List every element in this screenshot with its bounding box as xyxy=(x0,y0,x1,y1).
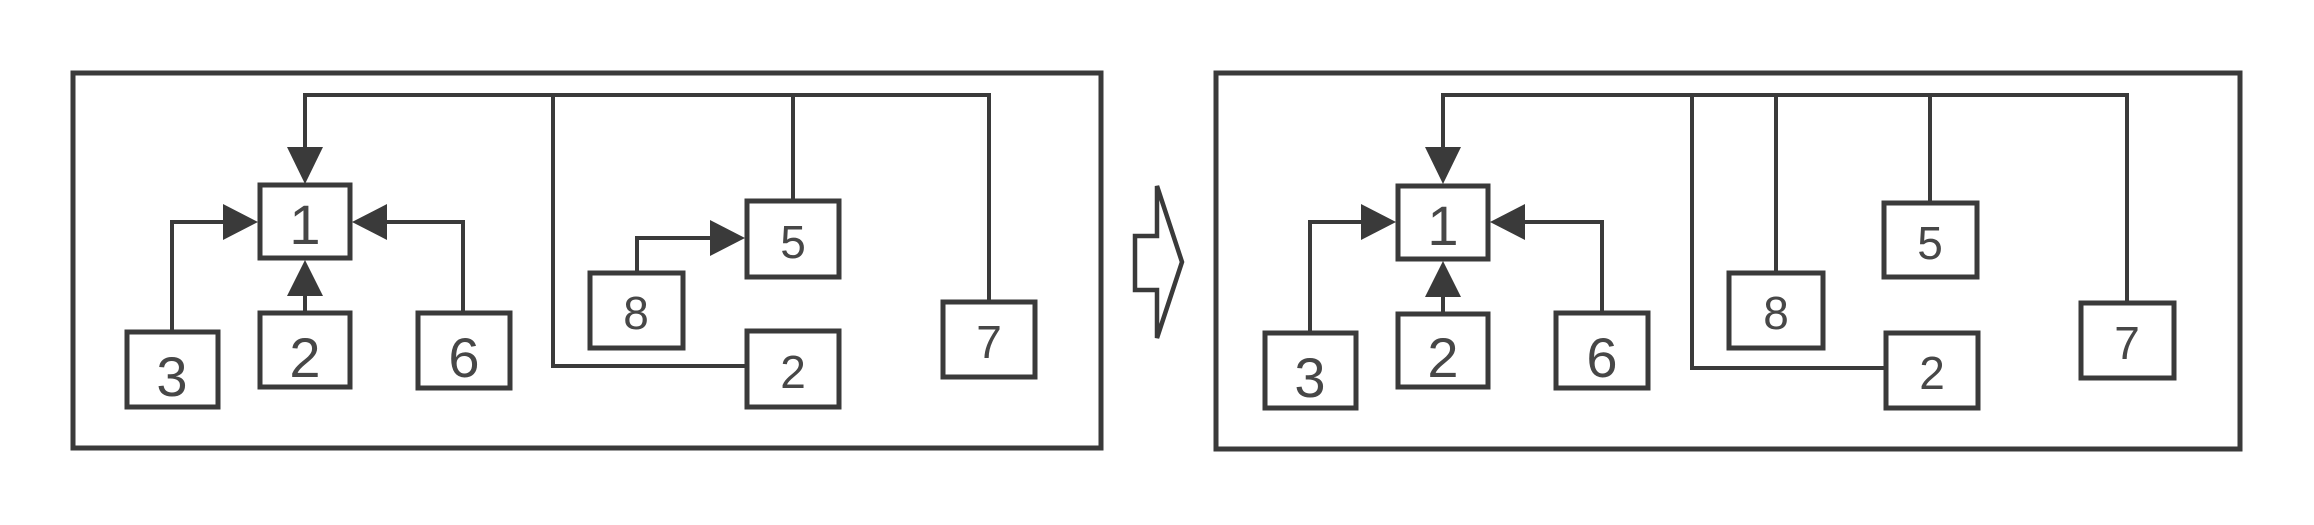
after-node-6: 6 xyxy=(1553,310,1651,391)
before-node-1-box xyxy=(257,182,353,261)
before-node-7-box xyxy=(940,299,1038,380)
before-node-7-label: 7 xyxy=(976,316,1002,368)
before-diagram: 1 3 2 6 8 5 2 7 xyxy=(70,70,1104,451)
after-node-8-box xyxy=(1726,270,1826,351)
before-node-6-box xyxy=(415,310,513,391)
after-node-1-label: 1 xyxy=(1427,194,1458,257)
arrowhead-into-1-bottom-icon xyxy=(287,260,323,296)
after-node-6-box xyxy=(1553,310,1651,391)
after-node-8: 8 xyxy=(1726,270,1826,351)
connector-6-to-1 xyxy=(1521,220,1604,315)
before-node-3: 3 xyxy=(124,329,221,410)
before-node-2b-box xyxy=(744,328,842,410)
connector-topbus-to-1-and-7 xyxy=(303,93,991,304)
arrowhead-into-1-left-icon xyxy=(223,204,258,240)
connector-topbus-to-1-and-7 xyxy=(1441,93,2129,305)
after-node-7-box xyxy=(2078,300,2177,381)
connector-3-to-1 xyxy=(170,220,227,334)
after-diagram: 1 3 2 6 8 5 2 7 xyxy=(1213,70,2243,452)
after-node-2: 2 xyxy=(1395,311,1491,390)
connector-bus-to-2b xyxy=(1690,95,1888,370)
before-node-8-box xyxy=(587,270,686,351)
arrowhead-into-5-left-icon xyxy=(710,220,745,256)
connector-8-to-5 xyxy=(635,236,712,275)
before-node-6-label: 6 xyxy=(448,326,479,389)
arrowhead-into-1-bottom-icon xyxy=(1425,261,1461,297)
before-node-1-label: 1 xyxy=(289,193,320,256)
before-node-5-box xyxy=(744,198,842,280)
before-node-2b: 2 xyxy=(744,328,842,410)
before-node-3-label: 3 xyxy=(156,345,187,408)
after-node-1: 1 xyxy=(1395,183,1491,262)
connector-bus-to-2b xyxy=(551,95,749,368)
before-node-5: 5 xyxy=(744,198,842,280)
after-node-3-box xyxy=(1262,330,1359,411)
after-node-6-label: 6 xyxy=(1586,326,1617,389)
after-node-3: 3 xyxy=(1262,330,1359,411)
before-node-1: 1 xyxy=(257,182,353,261)
arrowhead-into-1-top-icon xyxy=(287,147,323,184)
arrowhead-into-1-left-icon xyxy=(1361,204,1396,240)
after-node-1-box xyxy=(1395,183,1491,262)
after-node-7: 7 xyxy=(2078,300,2177,381)
after-node-5-box xyxy=(1881,200,1980,280)
before-node-2b-label: 2 xyxy=(780,346,806,398)
after-node-3-label: 3 xyxy=(1294,346,1325,409)
before-node-2-label: 2 xyxy=(289,326,320,389)
connector-6-to-1 xyxy=(383,220,465,315)
before-node-6: 6 xyxy=(415,310,513,391)
before-container-box xyxy=(70,70,1104,451)
after-node-2-box xyxy=(1395,311,1491,390)
after-node-5: 5 xyxy=(1881,200,1980,280)
arrowhead-into-1-top-icon xyxy=(1425,147,1461,184)
before-node-8-label: 8 xyxy=(623,287,649,339)
transform-arrow-icon xyxy=(1132,185,1185,339)
after-container-box xyxy=(1213,70,2243,452)
connector-3-to-1 xyxy=(1308,220,1365,335)
after-node-2b: 2 xyxy=(1883,330,1981,411)
before-node-8: 8 xyxy=(587,270,686,351)
before-node-2: 2 xyxy=(257,310,353,390)
after-node-2b-label: 2 xyxy=(1919,347,1945,399)
before-node-7: 7 xyxy=(940,299,1038,380)
after-node-2-label: 2 xyxy=(1427,326,1458,389)
after-node-8-label: 8 xyxy=(1763,287,1789,339)
after-node-5-label: 5 xyxy=(1917,217,1943,269)
arrowhead-into-1-right-icon xyxy=(1490,204,1525,240)
arrowhead-into-1-right-icon xyxy=(352,204,387,240)
before-node-5-label: 5 xyxy=(780,216,806,268)
after-node-7-label: 7 xyxy=(2114,317,2140,369)
before-node-3-box xyxy=(124,329,221,410)
before-node-2-box xyxy=(257,310,353,390)
after-node-2b-box xyxy=(1883,330,1981,411)
